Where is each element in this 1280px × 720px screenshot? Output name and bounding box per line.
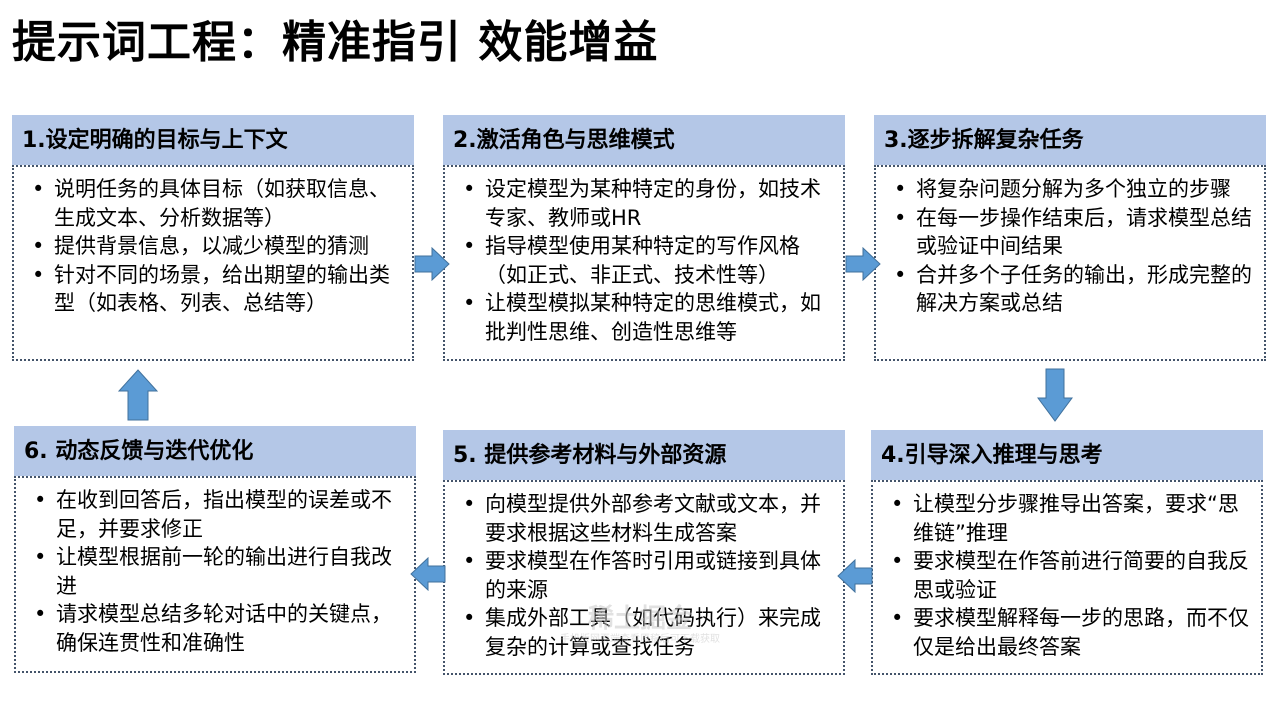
bullet-item: 合并多个子任务的输出，形成完整的解决方案或总结 (890, 261, 1256, 318)
bullet-item: 向模型提供外部参考文献或文本，并要求根据这些材料生成答案 (459, 490, 835, 547)
bullet-item: 将复杂问题分解为多个独立的步骤 (890, 175, 1256, 204)
step-card-heading: 1.设定明确的目标与上下文 (12, 115, 414, 165)
bullet-item: 要求模型在作答时引用或链接到具体的来源 (459, 547, 835, 604)
bullet-item: 要求模型在作答前进行简要的自我反思或验证 (887, 547, 1253, 604)
bullet-item: 集成外部工具（如代码执行）来完成复杂的计算或查找任务 (459, 604, 835, 661)
step-card-body: 向模型提供外部参考文献或文本，并要求根据这些材料生成答案 要求模型在作答时引用或… (443, 480, 845, 675)
bullet-item: 指导模型使用某种特定的写作风格（如正式、非正式、技术性等） (459, 232, 835, 289)
bullet-item: 提供背景信息，以减少模型的猜测 (28, 232, 404, 261)
arrow-left-icon (410, 557, 446, 591)
bullet-item: 设定模型为某种特定的身份，如技术专家、教师或HR (459, 175, 835, 232)
step-card-heading: 4.引导深入推理与思考 (871, 430, 1263, 480)
step-card-1: 1.设定明确的目标与上下文 说明任务的具体目标（如获取信息、生成文本、分析数据等… (12, 115, 414, 361)
arrow-right-icon (845, 247, 881, 281)
step-card-body: 设定模型为某种特定的身份，如技术专家、教师或HR 指导模型使用某种特定的写作风格… (443, 165, 845, 361)
step-card-5: 5. 提供参考材料与外部资源 向模型提供外部参考文献或文本，并要求根据这些材料生… (443, 430, 845, 675)
bullet-list: 设定模型为某种特定的身份，如技术专家、教师或HR 指导模型使用某种特定的写作风格… (459, 175, 835, 346)
bullet-item: 在每一步操作结束后，请求模型总结或验证中间结果 (890, 204, 1256, 261)
step-card-6: 6. 动态反馈与迭代优化 在收到回答后，指出模型的误差或不足，并要求修正 让模型… (14, 426, 416, 673)
step-card-heading: 6. 动态反馈与迭代优化 (14, 426, 416, 476)
bullet-list: 让模型分步骤推导出答案，要求“思维链”推理 要求模型在作答前进行简要的自我反思或… (887, 490, 1253, 661)
page-title: 提示词工程：精准指引 效能增益 (12, 17, 659, 68)
bullet-list: 在收到回答后，指出模型的误差或不足，并要求修正 让模型根据前一轮的输出进行自我改… (30, 486, 406, 657)
step-card-body: 让模型分步骤推导出答案，要求“思维链”推理 要求模型在作答前进行简要的自我反思或… (871, 480, 1263, 675)
step-card-body: 在收到回答后，指出模型的误差或不足，并要求修正 让模型根据前一轮的输出进行自我改… (14, 476, 416, 673)
bullet-item: 让模型模拟某种特定的思维模式，如批判性思维、创造性思维等 (459, 289, 835, 346)
arrow-down-icon (1037, 368, 1073, 422)
arrow-right-icon (414, 247, 450, 281)
step-card-3: 3.逐步拆解复杂任务 将复杂问题分解为多个独立的步骤 在每一步操作结束后，请求模… (874, 115, 1266, 361)
bullet-item: 针对不同的场景，给出期望的输出类型（如表格、列表、总结等） (28, 261, 404, 318)
bullet-item: 要求模型解释每一步的思路，而不仅仅是给出最终答案 (887, 604, 1253, 661)
step-card-2: 2.激活角色与思维模式 设定模型为某种特定的身份，如技术专家、教师或HR 指导模… (443, 115, 845, 361)
step-card-heading: 3.逐步拆解复杂任务 (874, 115, 1266, 165)
step-card-body: 说明任务的具体目标（如获取信息、生成文本、分析数据等） 提供背景信息，以减少模型… (12, 165, 414, 361)
step-card-4: 4.引导深入推理与思考 让模型分步骤推导出答案，要求“思维链”推理 要求模型在作… (871, 430, 1263, 675)
bullet-item: 说明任务的具体目标（如获取信息、生成文本、分析数据等） (28, 175, 404, 232)
step-card-heading: 2.激活角色与思维模式 (443, 115, 845, 165)
bullet-item: 请求模型总结多轮对话中的关键点，确保连贯性和准确性 (30, 600, 406, 657)
step-card-body: 将复杂问题分解为多个独立的步骤 在每一步操作结束后，请求模型总结或验证中间结果 … (874, 165, 1266, 361)
bullet-item: 让模型根据前一轮的输出进行自我改进 (30, 543, 406, 600)
arrow-up-icon (118, 369, 158, 421)
bullet-list: 将复杂问题分解为多个独立的步骤 在每一步操作结束后，请求模型总结或验证中间结果 … (890, 175, 1256, 318)
bullet-item: 让模型分步骤推导出答案，要求“思维链”推理 (887, 490, 1253, 547)
bullet-item: 在收到回答后，指出模型的误差或不足，并要求修正 (30, 486, 406, 543)
arrow-left-icon (837, 559, 873, 593)
bullet-list: 向模型提供外部参考文献或文本，并要求根据这些材料生成答案 要求模型在作答时引用或… (459, 490, 835, 661)
step-card-heading: 5. 提供参考材料与外部资源 (443, 430, 845, 480)
bullet-list: 说明任务的具体目标（如获取信息、生成文本、分析数据等） 提供背景信息，以减少模型… (28, 175, 404, 318)
